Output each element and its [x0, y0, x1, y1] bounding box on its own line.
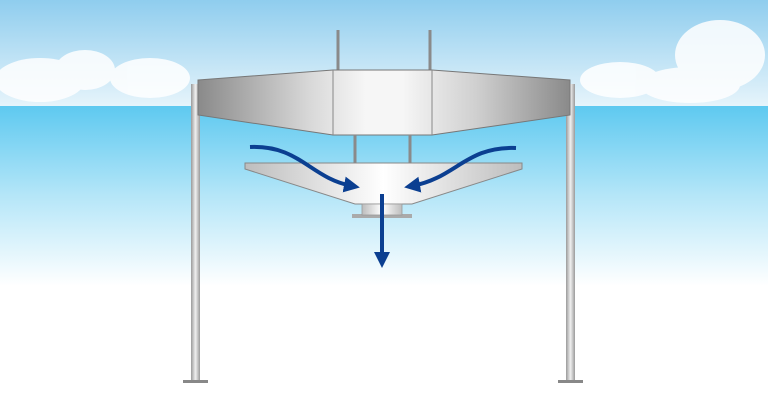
ground — [0, 286, 768, 415]
clouds — [0, 20, 765, 103]
intake-cone — [244, 162, 523, 205]
airflow-arrows — [249, 144, 517, 268]
left-post-base — [183, 380, 208, 383]
hood-housing — [197, 69, 571, 136]
right-inflow-arrow — [404, 145, 517, 193]
top-rods — [336, 30, 432, 72]
left-support-post — [191, 84, 200, 382]
left-inflow-arrow — [249, 144, 360, 193]
right-post-base — [558, 380, 583, 383]
hanger-rods — [353, 135, 412, 164]
right-support-post — [566, 84, 575, 382]
